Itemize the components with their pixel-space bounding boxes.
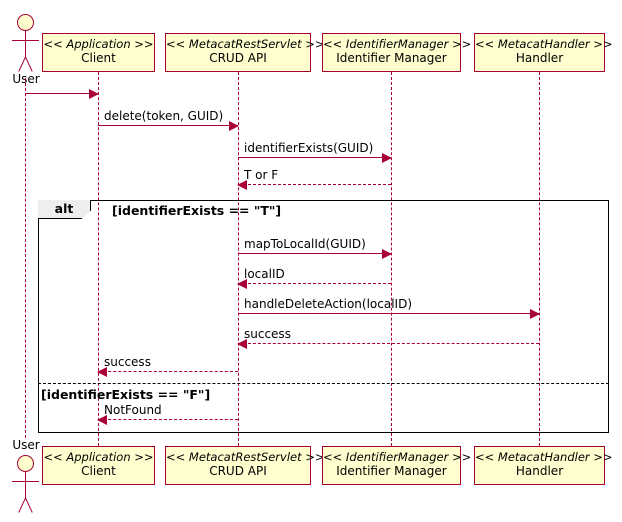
arrow-head-left-icon [237, 179, 247, 190]
actor-user-top: User [8, 14, 44, 86]
arrow-head-right-icon [382, 248, 392, 259]
actor-body-icon [25, 472, 26, 498]
participant-stereotype: << MetacatRestServlet >> [166, 37, 325, 51]
message-label: delete(token, GUID) [104, 109, 224, 123]
participant-client-top[interactable]: << Application >> Client [42, 33, 155, 72]
message-label: handleDeleteAction(localID) [244, 297, 413, 311]
participant-handler-bottom[interactable]: << MetacatHandler >> Handler [474, 446, 613, 485]
alt-guard-true: [identifierExists == "T"] [112, 203, 282, 218]
arrow-head-right-icon [530, 308, 540, 319]
message-line [98, 419, 238, 420]
participant-crud-api-top[interactable]: << MetacatRestServlet >> CRUD API [165, 33, 325, 72]
participant-stereotype: << MetacatHandler >> [475, 37, 613, 51]
participant-name: CRUD API [209, 50, 267, 65]
participant-stereotype: << MetacatHandler >> [475, 450, 613, 464]
message-line [238, 313, 539, 314]
message-label: NotFound [104, 403, 162, 417]
message-line [238, 184, 391, 185]
participant-identifier-manager-top[interactable]: << IdentifierManager >> Identifier Manag… [322, 33, 472, 72]
participant-stereotype: << IdentifierManager >> [323, 450, 472, 464]
actor-arms-icon [12, 40, 39, 41]
lifeline-user [25, 78, 26, 438]
actor-leg-left-icon [18, 497, 26, 513]
arrow-head-left-icon [237, 338, 247, 349]
message-label: localID [244, 267, 285, 281]
lifeline-client [98, 72, 99, 446]
participant-name: Handler [515, 463, 564, 478]
alt-else-divider [38, 383, 609, 384]
lifeline-crud-api [238, 72, 239, 446]
actor-body-icon [25, 31, 26, 57]
message-line [238, 253, 391, 254]
participant-name: Handler [515, 50, 564, 65]
arrow-head-left-icon [97, 414, 107, 425]
actor-label-top: User [12, 72, 40, 86]
participant-crud-api-bottom[interactable]: << MetacatRestServlet >> CRUD API [165, 446, 325, 485]
actor-label-bottom: User [12, 438, 40, 452]
participant-name: Identifier Manager [336, 50, 447, 65]
participant-client-bottom[interactable]: << Application >> Client [42, 446, 155, 485]
actor-head-icon [17, 14, 34, 31]
actor-leg-right-icon [25, 497, 33, 513]
lifeline-handler [539, 72, 540, 446]
participant-stereotype: << IdentifierManager >> [323, 37, 472, 51]
participant-handler-top[interactable]: << MetacatHandler >> Handler [474, 33, 613, 72]
actor-user-bottom: User [8, 438, 44, 514]
alt-guard-false: [identifierExists == "F"] [41, 387, 211, 402]
message-line [238, 157, 391, 158]
actor-head-icon [17, 455, 34, 472]
message-label: success [244, 327, 291, 341]
message-label: success [104, 355, 151, 369]
message-line [25, 93, 98, 94]
message-line [98, 371, 238, 372]
alt-fragment-operator-tab: alt [38, 200, 91, 219]
alt-fragment [38, 200, 609, 433]
arrow-head-left-icon [237, 278, 247, 289]
participant-identifier-manager-bottom[interactable]: << IdentifierManager >> Identifier Manag… [322, 446, 472, 485]
participant-stereotype: << Application >> [43, 37, 154, 51]
actor-leg-right-icon [25, 56, 33, 72]
arrow-head-right-icon [382, 152, 392, 163]
lifeline-identifier-manager [391, 72, 392, 446]
participant-name: Identifier Manager [336, 463, 447, 478]
message-line [98, 125, 238, 126]
participant-name: CRUD API [209, 463, 267, 478]
message-label: identifierExists(GUID) [244, 141, 374, 155]
arrow-head-left-icon [97, 366, 107, 377]
message-label: mapToLocalId(GUID) [244, 237, 366, 251]
message-label: T or F [244, 168, 279, 182]
actor-leg-left-icon [18, 56, 26, 72]
message-line [238, 343, 539, 344]
participant-name: Client [81, 50, 116, 65]
arrow-head-right-icon [229, 120, 239, 131]
arrow-head-right-icon [89, 88, 99, 99]
message-line [238, 283, 391, 284]
participant-stereotype: << MetacatRestServlet >> [166, 450, 325, 464]
participant-name: Client [81, 463, 116, 478]
actor-arms-icon [12, 481, 39, 482]
participant-stereotype: << Application >> [43, 450, 154, 464]
